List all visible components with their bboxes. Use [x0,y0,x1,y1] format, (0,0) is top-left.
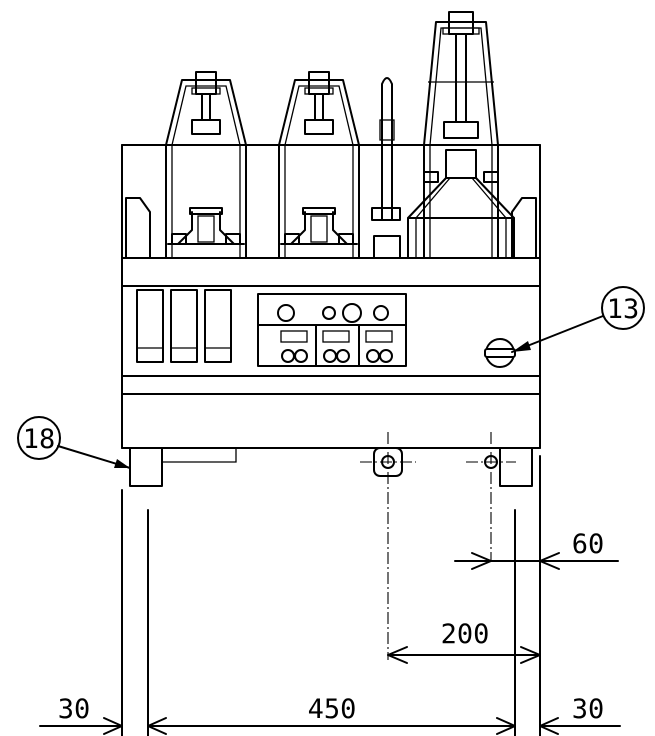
dimension-30-left-label: 30 [58,694,91,725]
dimension-200: 200 [387,619,541,664]
center-lines [360,432,516,660]
dimension-30-right-label: 30 [572,694,605,725]
dimension-60-label: 60 [572,529,605,560]
dimension-row-bottom: 30 450 30 [39,694,621,735]
dimension-60: 60 [454,529,619,570]
bottle-holder-2 [278,71,360,259]
main-switch [484,338,516,368]
callout-18-label: 18 [23,424,56,455]
callout-13-label: 13 [607,294,640,325]
extension-lines [121,455,541,736]
cabinet-feet [129,447,533,487]
control-panel [257,293,407,367]
dimension-450-label: 450 [308,694,357,725]
callout-18: 18 [17,416,131,469]
connector-ports [136,289,232,363]
thermometer-rod [371,77,401,259]
dimension-200-label: 200 [441,619,490,650]
bottle-holder-3 [407,11,515,259]
callout-13: 13 [511,286,645,353]
cabinet-body [121,144,541,449]
bottle-holder-1 [165,71,247,259]
